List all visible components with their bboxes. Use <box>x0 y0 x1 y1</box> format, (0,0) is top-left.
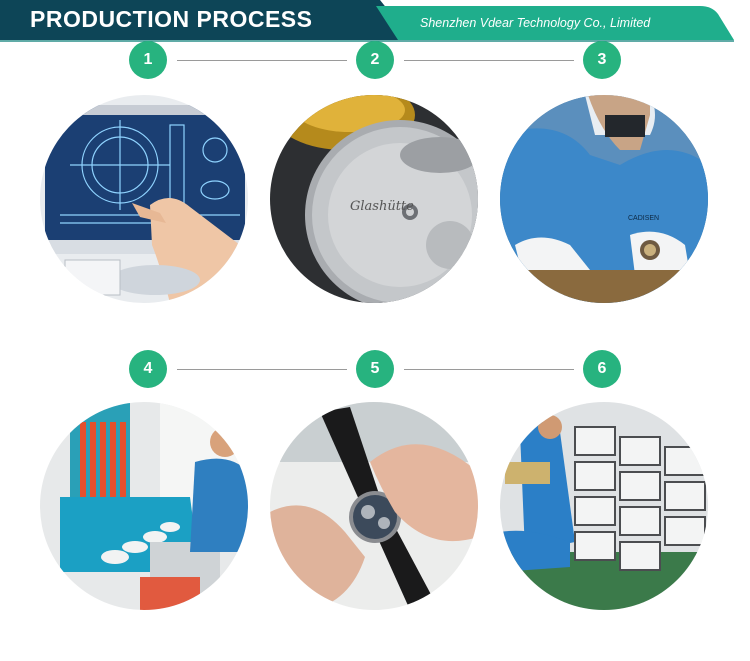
header-banner: PRODUCTION PROCESS Shenzhen Vdear Techno… <box>0 0 750 44</box>
badge-brand-text: CADISEN <box>628 215 659 222</box>
connector-line <box>177 369 347 370</box>
dial-brand-text: Glashütte <box>350 199 414 214</box>
machine-testing-photo <box>40 402 248 610</box>
watch-design-cad-photo <box>40 95 248 303</box>
page-title: PRODUCTION PROCESS <box>30 6 313 32</box>
watch-dial-printing-photo: Glashütte <box>270 95 478 303</box>
step-badge-5: 5 <box>356 350 394 388</box>
company-name: Shenzhen Vdear Technology Co., Limited <box>420 16 651 30</box>
connector-line <box>404 369 574 370</box>
connector-line <box>177 60 347 61</box>
step-badge-3: 3 <box>583 41 621 79</box>
strap-fitting-photo <box>270 402 478 610</box>
step-badge-4: 4 <box>129 350 167 388</box>
step-badge-1: 1 <box>129 41 167 79</box>
header-shapes <box>0 0 734 42</box>
packaging-boxes-photo <box>500 402 708 610</box>
step-badge-2: 2 <box>356 41 394 79</box>
step-badge-6: 6 <box>583 350 621 388</box>
connector-line <box>404 60 574 61</box>
cleanroom-assembly-photo: CADISEN <box>500 95 708 303</box>
